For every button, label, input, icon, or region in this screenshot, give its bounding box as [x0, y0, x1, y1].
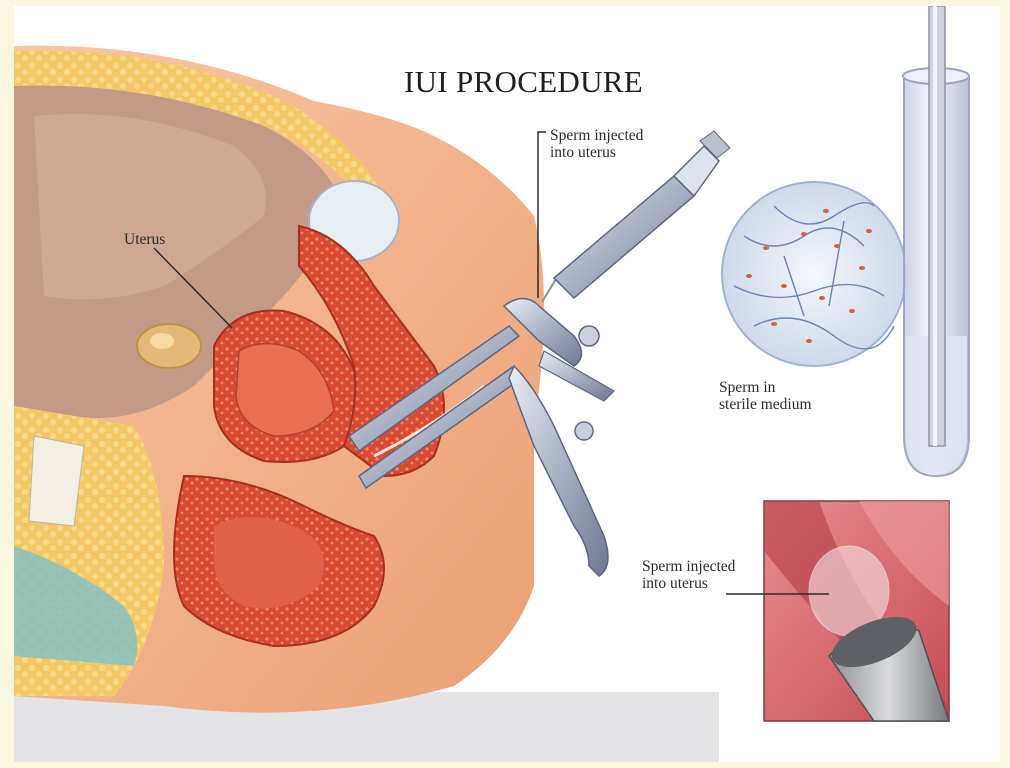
- label-medium-line2: sterile medium: [719, 397, 812, 414]
- speculum-screw-bottom: [575, 422, 593, 440]
- label-inset-line2: into uterus: [642, 576, 735, 593]
- label-syringe-line1: Sperm injected: [550, 128, 643, 145]
- label-uterus-text: Uterus: [124, 231, 165, 248]
- inset-uterus-closeup: [764, 501, 949, 721]
- label-syringe: Sperm injected into uterus: [550, 128, 643, 161]
- vertebra: [29, 436, 84, 526]
- label-medium-line1: Sperm in: [719, 380, 812, 397]
- speculum-screw-top: [579, 326, 599, 346]
- label-inset-line1: Sperm injected: [642, 559, 735, 576]
- label-inset: Sperm injected into uterus: [642, 559, 735, 592]
- test-tube: [903, 6, 969, 476]
- label-syringe-line2: into uterus: [550, 145, 643, 162]
- label-sperm-medium: Sperm in sterile medium: [719, 380, 812, 413]
- ovary-highlight: [150, 333, 174, 349]
- sperm-medium-magnified: [722, 182, 906, 366]
- label-uterus: Uterus: [124, 232, 165, 249]
- diagram-title: IUI PROCEDURE: [404, 64, 643, 100]
- iui-illustration: [14, 6, 1000, 762]
- illustration-frame: IUI PROCEDURE Uterus Sperm injected into…: [14, 6, 1000, 762]
